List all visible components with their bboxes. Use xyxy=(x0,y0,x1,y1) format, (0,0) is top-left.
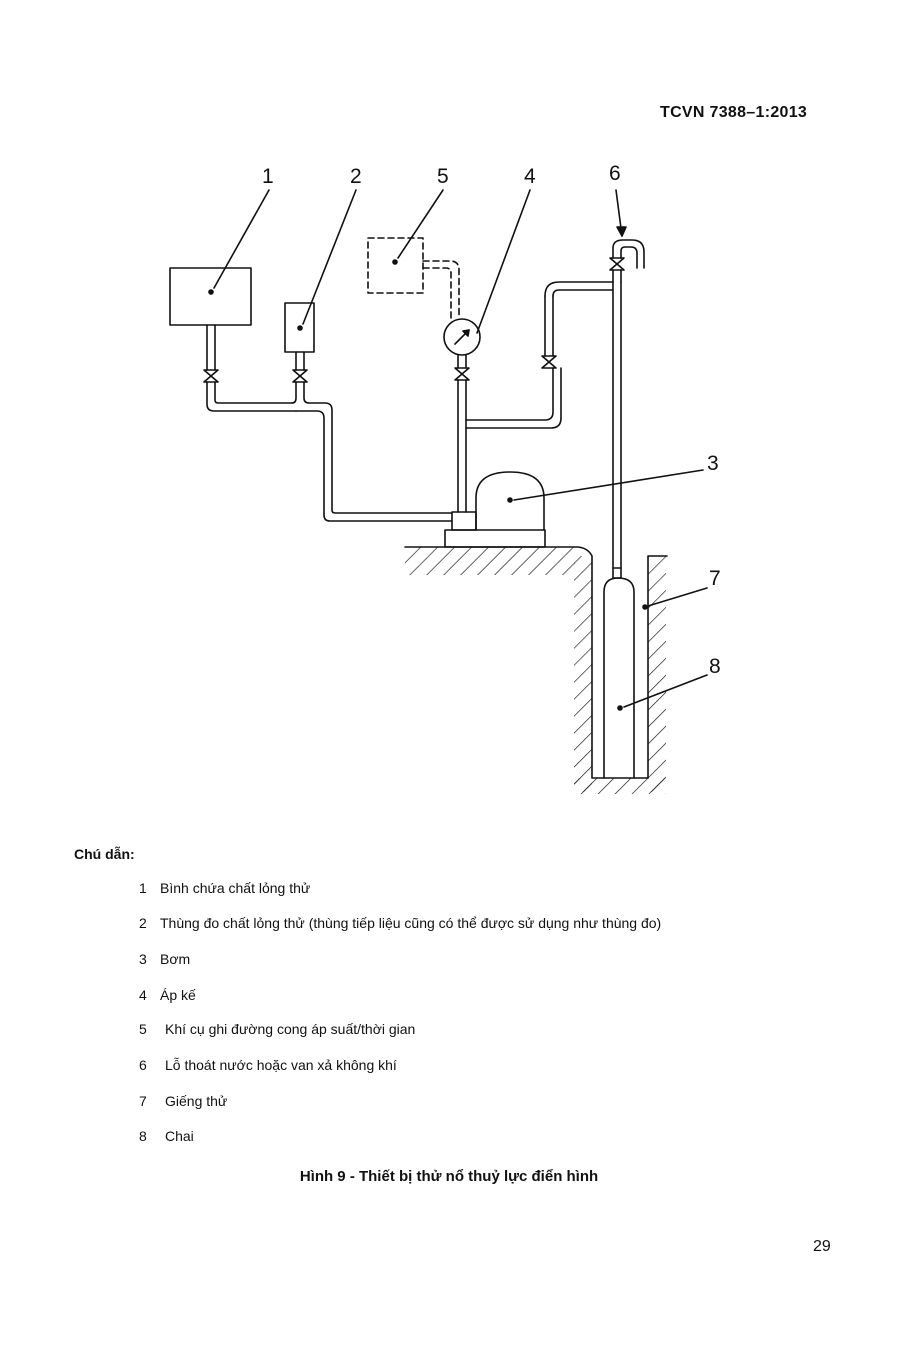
valve-2 xyxy=(292,369,308,383)
legend-item-number: 2 xyxy=(139,915,147,931)
legend-item-number: 6 xyxy=(139,1057,147,1073)
standard-code: TCVN 7388–1:2013 xyxy=(660,104,808,121)
callout-1: 1 xyxy=(262,165,274,188)
legend-item-text: Giếng thử xyxy=(165,1093,228,1109)
callout-7: 7 xyxy=(709,567,721,590)
valve-right xyxy=(541,355,557,369)
callout-6: 6 xyxy=(609,162,621,185)
page-number: 29 xyxy=(813,1238,831,1255)
legend-item-number: 3 xyxy=(139,951,147,967)
valve-1 xyxy=(203,369,219,383)
measuring-vessel xyxy=(284,302,315,353)
legend-item-number: 1 xyxy=(139,880,147,896)
callout-2: 2 xyxy=(350,165,362,188)
liquid-tank xyxy=(169,267,252,326)
legend-item-text: Áp kế xyxy=(160,987,196,1003)
legend-item-number: 5 xyxy=(139,1021,147,1037)
ground xyxy=(404,546,668,779)
legend-item-text: Chai xyxy=(165,1128,194,1144)
pump xyxy=(475,471,545,531)
legend-item-text: Bơm xyxy=(160,951,191,967)
pressure-time-recorder xyxy=(367,237,424,294)
hydraulic-burst-test-diagram: 1 2 5 4 6 3 7 8 xyxy=(169,162,721,794)
callout-8: 8 xyxy=(709,655,721,678)
legend-item-number: 4 xyxy=(139,987,147,1003)
legend-item-text: Bình chứa chất lỏng thử xyxy=(160,880,311,896)
legend-item-text: Khí cụ ghi đường cong áp suất/thời gian xyxy=(165,1021,416,1037)
pressure-gauge xyxy=(443,318,481,356)
legend-item-text: Lỗ thoát nước hoặc van xả không khí xyxy=(165,1057,397,1073)
legend-item-text: Thùng đo chất lỏng thử (thùng tiếp liệu … xyxy=(160,915,662,931)
gas-cylinder xyxy=(603,577,635,779)
figure-caption: Hình 9 - Thiết bị thử nổ thuỷ lực điển h… xyxy=(299,1168,599,1185)
pump-base xyxy=(444,529,546,548)
callout-5: 5 xyxy=(437,165,449,188)
valve-4 xyxy=(454,367,470,381)
callout-4: 4 xyxy=(524,165,536,188)
legend-title: Chú dẫn: xyxy=(74,846,135,862)
air-vent xyxy=(612,239,645,269)
callout-3: 3 xyxy=(707,452,719,475)
valve-6 xyxy=(609,257,625,271)
legend-item-number: 8 xyxy=(139,1128,147,1144)
legend-item-number: 7 xyxy=(139,1093,147,1109)
